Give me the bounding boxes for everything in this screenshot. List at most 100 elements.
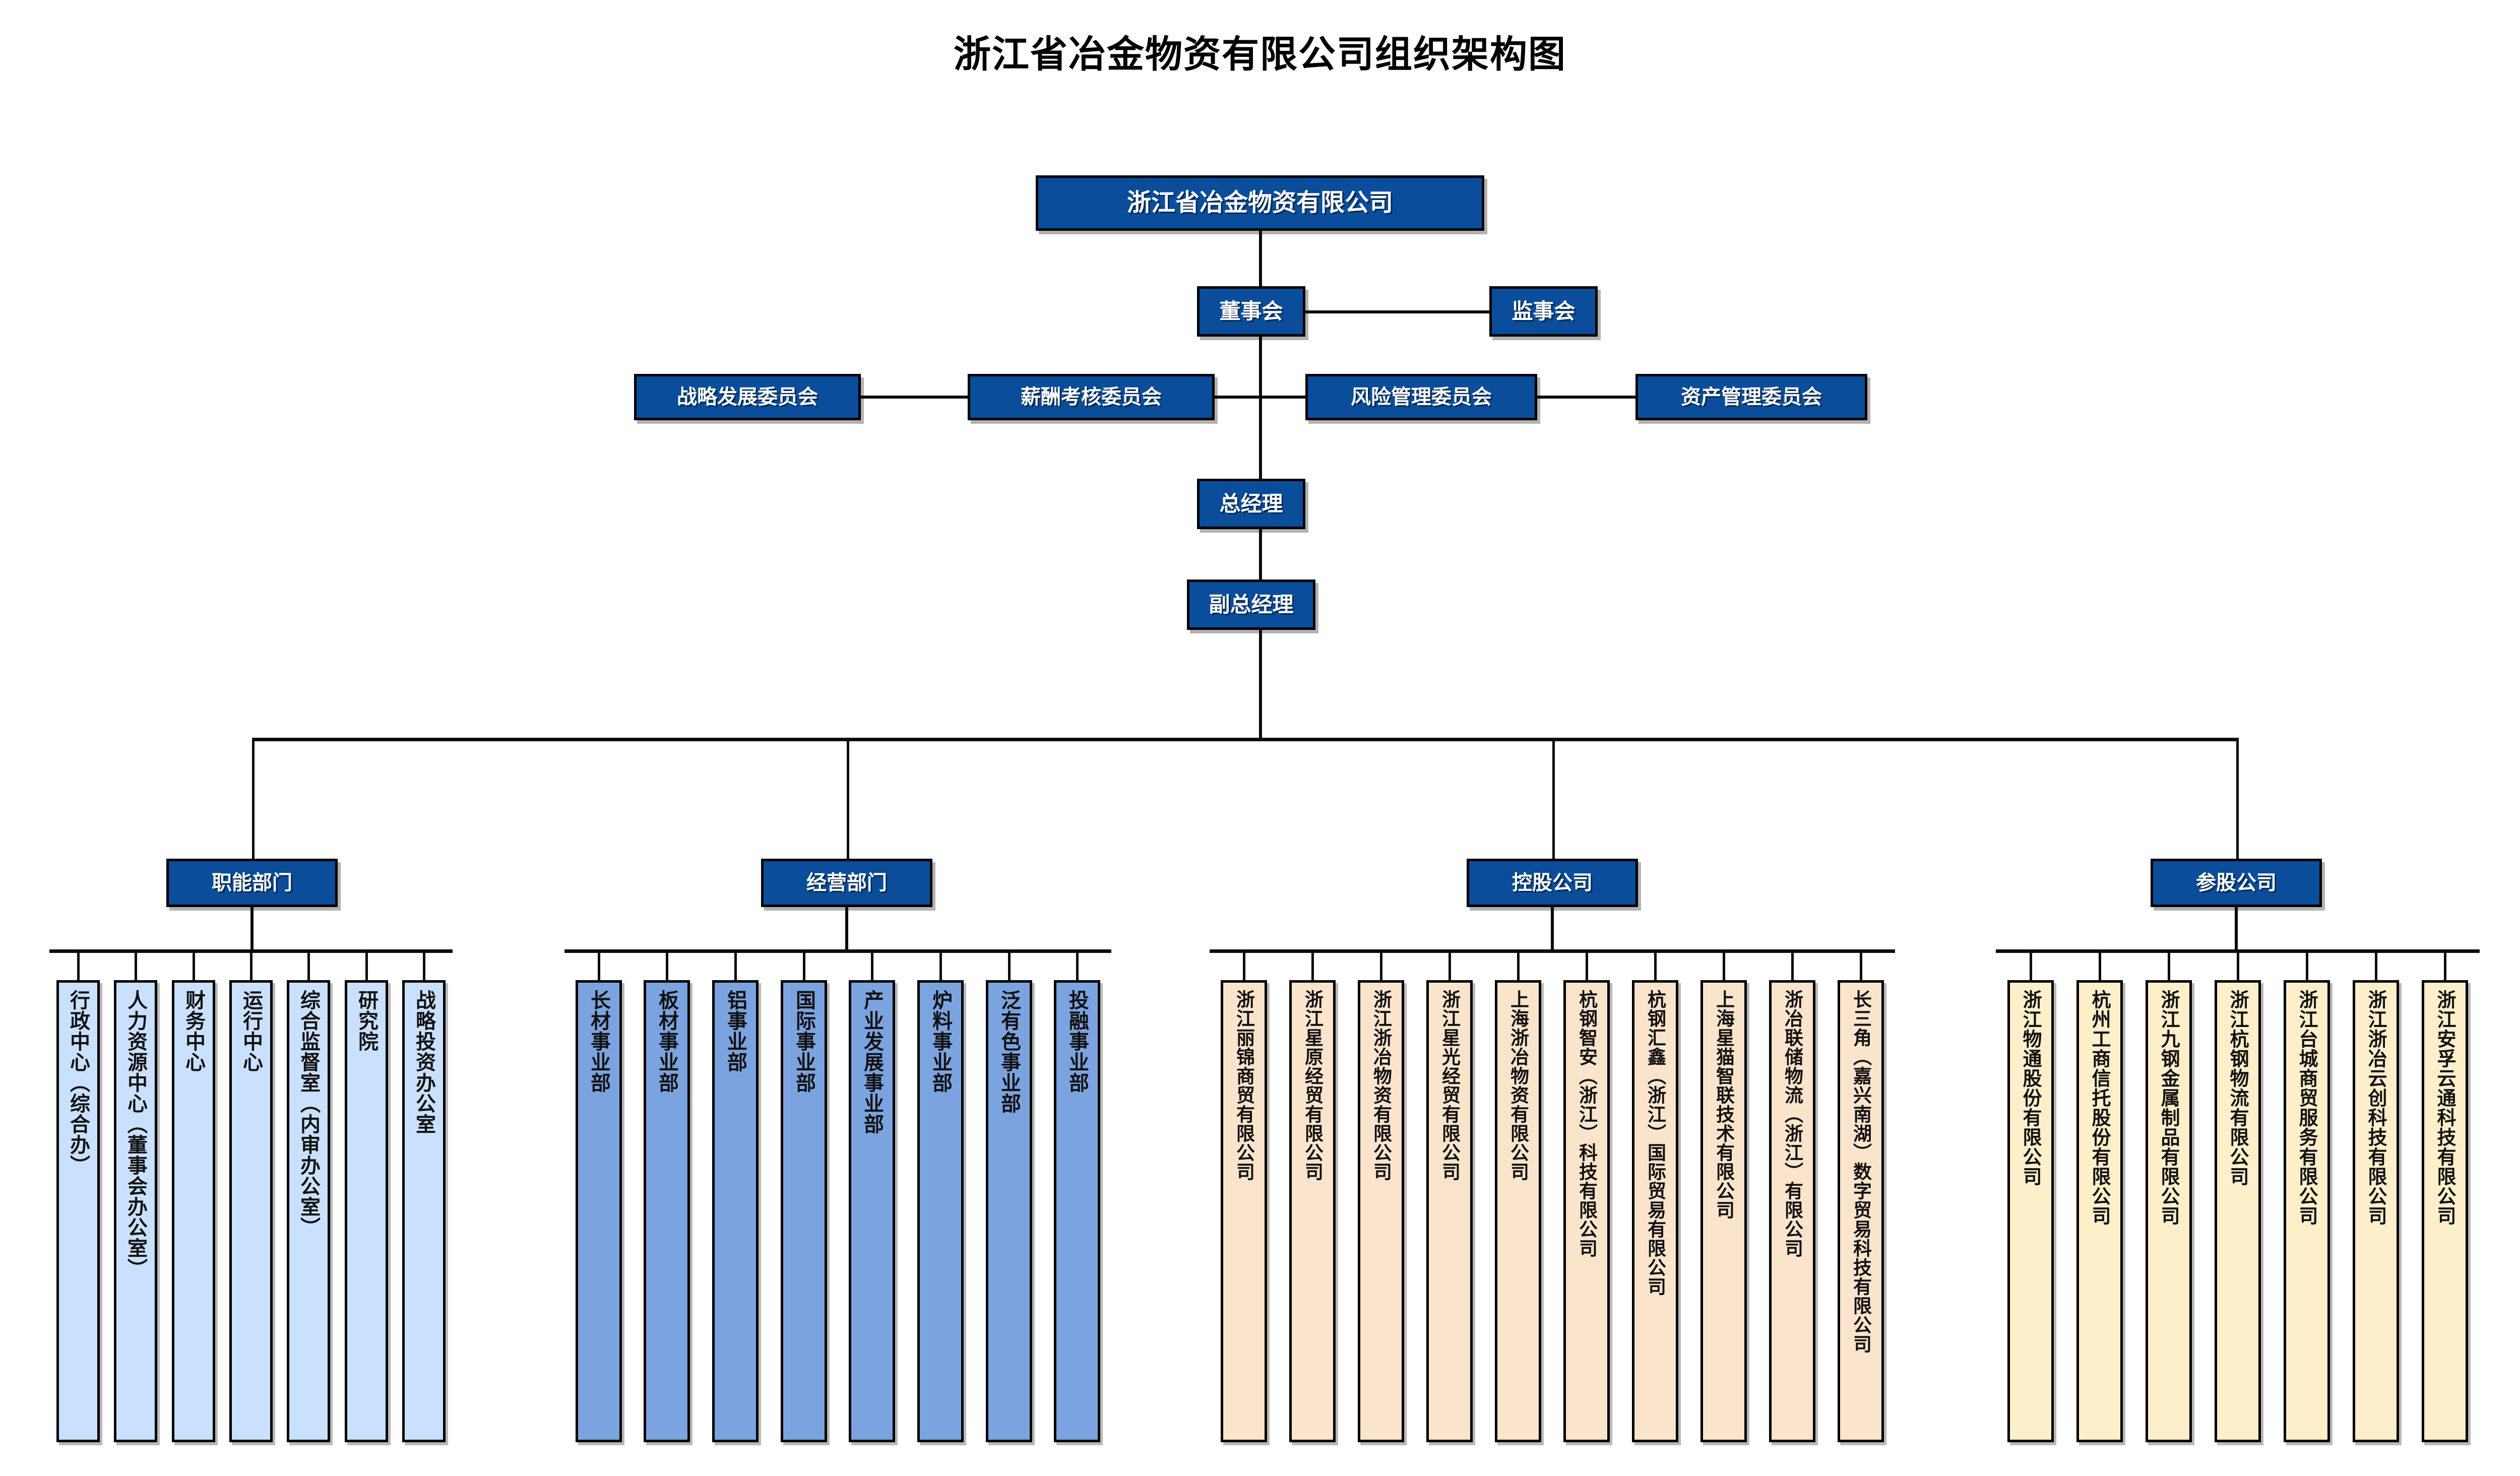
connector-holding-drop [1551, 907, 1554, 951]
connector-functional-stub [77, 949, 80, 980]
functional-department-box-label: 研究院 [355, 990, 378, 1052]
connector-functional-stub [365, 949, 368, 980]
bracket-business [564, 949, 1111, 953]
node-company[interactable]: 浙江省冶金物资有限公司 [1036, 175, 1484, 231]
connector-business-stub [734, 949, 737, 980]
holding-company-box-label: 浙江星原经贸有限公司 [1301, 990, 1324, 1181]
group-header-holding[interactable]: 控股公司 [1467, 859, 1638, 907]
node-general-manager[interactable]: 总经理 [1197, 479, 1305, 529]
group-header-functional-label: 职能部门 [212, 871, 292, 894]
holding-company-box-label: 浙江星光经贸有限公司 [1438, 990, 1461, 1181]
node-board[interactable]: 董事会 [1197, 286, 1305, 337]
participating-company-box-label: 杭州工商信托股份有限公司 [2089, 990, 2111, 1226]
group-header-holding-label: 控股公司 [1512, 871, 1593, 894]
holding-company-box[interactable]: 上海浙冶物资有限公司 [1495, 980, 1541, 1442]
connector-holding-stub [1448, 949, 1451, 980]
business-division-box-label: 铝事业部 [724, 990, 747, 1072]
connector-committee-3-4 [1536, 396, 1636, 399]
business-division-box[interactable]: 投融事业部 [1054, 980, 1100, 1442]
connector-bus-business [847, 738, 849, 859]
node-deputy-general-manager[interactable]: 副总经理 [1187, 580, 1315, 630]
holding-company-box[interactable]: 浙江浙冶物资有限公司 [1358, 980, 1404, 1442]
connector-business-stub [803, 949, 805, 980]
business-division-box[interactable]: 泛有色事业部 [986, 980, 1032, 1442]
participating-company-box[interactable]: 浙江浙冶云创科技有限公司 [2353, 980, 2399, 1442]
connector-holding-stub [1586, 949, 1588, 980]
business-division-box-label: 炉料事业部 [929, 990, 952, 1093]
participating-company-box[interactable]: 浙江台城商贸服务有限公司 [2284, 980, 2330, 1442]
functional-department-box[interactable]: 战略投资办公室 [402, 980, 446, 1442]
functional-department-box-label: 战略投资办公室 [412, 990, 435, 1134]
functional-department-box[interactable]: 行政中心（综合办） [56, 980, 100, 1442]
business-division-box[interactable]: 产业发展事业部 [849, 980, 895, 1442]
node-deputy-general-manager-label: 副总经理 [1209, 592, 1294, 617]
holding-company-box[interactable]: 杭钢智安（浙江）科技有限公司 [1563, 980, 1610, 1442]
participating-company-box[interactable]: 浙江九钢金属制品有限公司 [2146, 980, 2192, 1442]
connector-business-stub [939, 949, 942, 980]
node-supervisors[interactable]: 监事会 [1489, 286, 1598, 337]
business-division-box[interactable]: 炉料事业部 [917, 980, 964, 1442]
business-division-box[interactable]: 板材事业部 [644, 980, 690, 1442]
holding-company-box-label: 浙冶联储物流（浙江）有限公司 [1781, 990, 1803, 1258]
connector-participating-stub [2375, 949, 2377, 980]
participating-company-box-label: 浙江浙冶云创科技有限公司 [2365, 990, 2387, 1226]
committee-risk[interactable]: 风险管理委员会 [1305, 374, 1537, 420]
functional-department-box-label: 运行中心 [239, 990, 263, 1072]
holding-company-box[interactable]: 杭钢汇鑫（浙江）国际贸易有限公司 [1632, 980, 1678, 1442]
participating-company-box-label: 浙江杭钢物流有限公司 [2227, 990, 2249, 1186]
connector-business-stub [1008, 949, 1011, 980]
connector-functional-stub [135, 949, 137, 980]
connector-gm-dgm [1259, 529, 1262, 580]
holding-company-box[interactable]: 上海星猫智联技术有限公司 [1700, 980, 1747, 1442]
business-division-box-label: 产业发展事业部 [860, 990, 884, 1134]
committee-compensation[interactable]: 薪酬考核委员会 [968, 374, 1215, 420]
connector-participating-stub [2237, 949, 2239, 980]
functional-department-box[interactable]: 运行中心 [229, 980, 273, 1442]
participating-company-box-label: 浙江安孚云通科技有限公司 [2434, 990, 2456, 1226]
participating-company-box[interactable]: 浙江安孚云通科技有限公司 [2422, 980, 2468, 1442]
committee-asset-label: 资产管理委员会 [1681, 385, 1822, 409]
business-division-box[interactable]: 铝事业部 [712, 980, 759, 1442]
functional-department-box-label: 综合监督室（内审办公室） [297, 990, 320, 1238]
committee-risk-label: 风险管理委员会 [1351, 385, 1492, 409]
connector-dgm-down [1259, 630, 1262, 740]
connector-functional-stub [193, 949, 195, 980]
connector-functional-drop [250, 907, 254, 951]
committee-strategy-label: 战略发展委员会 [677, 385, 818, 409]
connector-bus-functional [252, 738, 255, 859]
business-division-box[interactable]: 国际事业部 [781, 980, 827, 1442]
committee-strategy[interactable]: 战略发展委员会 [634, 374, 861, 420]
holding-company-box[interactable]: 浙江星光经贸有限公司 [1426, 980, 1473, 1442]
holding-company-box[interactable]: 长三角（嘉兴南湖）数字贸易科技有限公司 [1838, 980, 1884, 1442]
business-division-box-label: 投融事业部 [1065, 990, 1089, 1093]
node-general-manager-label: 总经理 [1219, 491, 1283, 517]
page-title: 浙江省冶金物资有限公司组织架构图 [954, 33, 1566, 76]
functional-department-box-label: 人力资源中心（董事会办公室） [124, 990, 147, 1279]
group-header-participating[interactable]: 参股公司 [2151, 859, 2322, 907]
connector-functional-stub [423, 949, 425, 980]
holding-company-box[interactable]: 浙江丽锦商贸有限公司 [1221, 980, 1267, 1442]
functional-department-box[interactable]: 综合监督室（内审办公室） [287, 980, 330, 1442]
functional-department-box[interactable]: 财务中心 [172, 980, 215, 1442]
holding-company-box[interactable]: 浙冶联储物流（浙江）有限公司 [1769, 980, 1815, 1442]
group-header-business[interactable]: 经营部门 [761, 859, 932, 907]
committee-asset[interactable]: 资产管理委员会 [1635, 374, 1867, 420]
participating-company-box[interactable]: 浙江物通股份有限公司 [2007, 980, 2054, 1442]
connector-holding-stub [1723, 949, 1725, 980]
holding-company-box[interactable]: 浙江星原经贸有限公司 [1289, 980, 1336, 1442]
functional-department-box[interactable]: 研究院 [345, 980, 388, 1442]
connector-business-stub [871, 949, 873, 980]
group-header-functional[interactable]: 职能部门 [166, 859, 338, 907]
functional-department-box-label: 财务中心 [182, 990, 205, 1072]
connector-holding-stub [1311, 949, 1314, 980]
functional-department-box[interactable]: 人力资源中心（董事会办公室） [114, 980, 157, 1442]
connector-business-drop [845, 907, 848, 951]
holding-company-box-label: 浙江浙冶物资有限公司 [1370, 990, 1392, 1181]
connector-group-bus [252, 738, 2239, 741]
business-division-box[interactable]: 长材事业部 [576, 980, 622, 1442]
connector-company-board [1259, 231, 1262, 286]
participating-company-box[interactable]: 浙江杭钢物流有限公司 [2215, 980, 2261, 1442]
participating-company-box[interactable]: 杭州工商信托股份有限公司 [2076, 980, 2123, 1442]
connector-functional-stub [250, 949, 253, 980]
